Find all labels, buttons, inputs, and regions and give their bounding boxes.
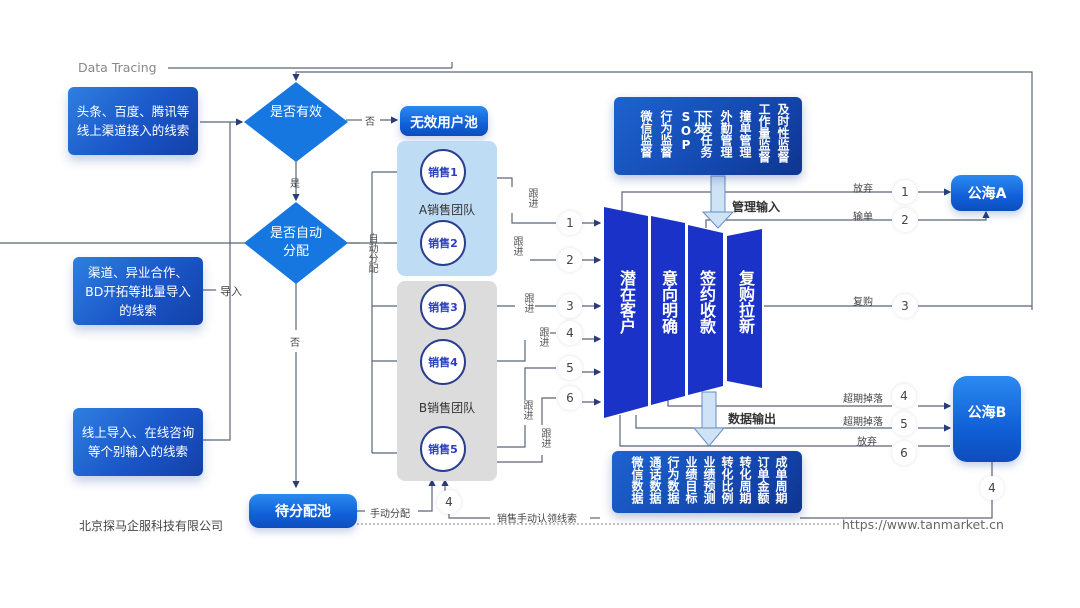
- no2-label: 否: [290, 338, 300, 349]
- claim-num: 4: [437, 490, 461, 514]
- data-output-arrow: [692, 391, 726, 447]
- sea-a-flow-label-2: 输单: [853, 212, 873, 223]
- sea-a-flow-num-2: 2: [893, 208, 917, 232]
- funnel-stage-repurchase[interactable]: 复购拉新: [736, 270, 755, 334]
- follow-up-label-2: 跟进: [511, 236, 522, 256]
- manual-assign-label: 手动分配: [370, 509, 410, 520]
- entry-num-4: 4: [558, 321, 582, 345]
- follow-up-label-5: 跟进: [521, 400, 532, 420]
- management-input-arrow: [701, 175, 735, 229]
- import-label: 导入: [220, 285, 242, 298]
- loop-line: [292, 71, 1033, 310]
- sea-b-flow-label-4: 超期掉落: [843, 394, 883, 405]
- entry-num-5: 5: [558, 356, 582, 380]
- data-item: 行为数据: [666, 456, 680, 504]
- data-item: 微信数据: [630, 456, 644, 504]
- sales-4[interactable]: 销售4: [420, 339, 466, 385]
- sea-a-flow-num-3: 3: [893, 294, 917, 318]
- follow-up-label-6: 跟进: [539, 428, 550, 448]
- sales-3[interactable]: 销售3: [420, 284, 466, 330]
- mgmt-item: 撞单管理: [738, 110, 752, 158]
- data-output-label: 数据输出: [728, 412, 777, 426]
- public-sea-b[interactable]: 公海B: [953, 376, 1021, 462]
- sea-a-flow-num-1: 1: [893, 180, 917, 204]
- sales-2[interactable]: 销售2: [420, 220, 466, 266]
- mgmt-item: 外勤管理: [719, 110, 733, 158]
- mgmt-item: 下发任务: [699, 110, 713, 158]
- sea-b-flow-label-6: 放弃: [857, 437, 877, 448]
- source-online-channels[interactable]: 头条、百度、腾讯等线上渠道接入的线索: [68, 87, 198, 155]
- data-item: 业绩预测: [702, 456, 716, 504]
- funnel-stage-4-shape: [727, 229, 762, 388]
- public-sea-a[interactable]: 公海A: [951, 175, 1023, 211]
- invalid-user-pool[interactable]: 无效用户池: [400, 106, 488, 136]
- sales-claim-label: 销售手动认领线索: [497, 514, 577, 525]
- data-item: 业绩目标: [684, 456, 698, 504]
- mgmt-item: 微信监督: [639, 110, 653, 158]
- funnel-stage-2-shape: [651, 216, 685, 405]
- sea-b-flow-num-6: 6: [892, 441, 916, 465]
- auto-assign-label: 自动分配: [366, 233, 377, 273]
- funnel-stage-signed[interactable]: 签约收款: [697, 270, 716, 334]
- mgmt-item: 工作量监督: [757, 103, 771, 163]
- data-item: 通话数据: [648, 456, 662, 504]
- management-input-label: 管理输入: [732, 200, 781, 214]
- follow-up-label-3: 跟进: [522, 293, 533, 313]
- data-item: 转化周期: [738, 456, 752, 504]
- sea-b-flow-num-5: 5: [892, 412, 916, 436]
- no-label: 否: [365, 117, 375, 128]
- sea-a-flow-label-3: 复购: [853, 297, 873, 308]
- company-url[interactable]: https://www.tanmarket.cn: [842, 517, 1004, 532]
- entry-num-3: 3: [558, 294, 582, 318]
- decision-valid[interactable]: 是否有效: [270, 105, 323, 120]
- funnel-stage-intent[interactable]: 意向明确: [659, 270, 678, 334]
- source-batch-import[interactable]: 渠道、异业合作、BD开拓等批量导入的线索: [73, 257, 203, 325]
- sea-b-flow-num-4: 4: [892, 384, 916, 408]
- entry-num-6: 6: [558, 386, 582, 410]
- data-item: 订单金额: [756, 456, 770, 504]
- decision-valid-shape: [244, 82, 348, 162]
- mgmt-item: 行为监督: [659, 110, 673, 158]
- pending-assign-pool[interactable]: 待分配池: [249, 494, 357, 528]
- decision-auto-shape: [244, 202, 348, 284]
- funnel-stage-potential[interactable]: 潜在客户: [617, 270, 636, 334]
- sales-5[interactable]: 销售5: [420, 426, 466, 472]
- data-output-panel: 微信数据 通话数据 行为数据 业绩目标 业绩预测 转化比例 转化周期 订单金额 …: [612, 451, 802, 513]
- yes-label: 是: [290, 179, 300, 190]
- team-a-label: A销售团队: [418, 203, 476, 217]
- entry-num-2: 2: [558, 248, 582, 272]
- data-tracing-title: Data Tracing: [78, 60, 157, 75]
- sales-1[interactable]: 销售1: [420, 149, 466, 195]
- mgmt-item: 及时性监督: [776, 103, 790, 163]
- follow-up-label-4: 跟进: [537, 327, 548, 347]
- sea-a-flow-label-1: 放弃: [853, 184, 873, 195]
- follow-up-label-1: 跟进: [526, 188, 537, 208]
- decision-auto-assign[interactable]: 是否自动分配: [269, 226, 322, 259]
- company-name: 北京探马企服科技有限公司: [79, 519, 224, 533]
- team-b-label: B销售团队: [418, 401, 476, 415]
- funnel-stage-3-shape: [688, 225, 723, 395]
- sea-b-return-num: 4: [980, 476, 1004, 500]
- data-item: 转化比例: [720, 456, 734, 504]
- data-item: 成单周期: [774, 456, 788, 504]
- entry-num-1: 1: [558, 211, 582, 235]
- source-individual-input[interactable]: 线上导入、在线咨询等个别输入的线索: [73, 408, 203, 476]
- sea-b-flow-label-5: 超期掉落: [843, 417, 883, 428]
- management-panel: 微信监督 行为监督 下发SOP 下发任务 外勤管理 撞单管理 工作量监督 及时性…: [614, 97, 802, 175]
- funnel-stage-1-shape: [604, 207, 648, 418]
- mgmt-item: 下发SOP: [679, 110, 706, 152]
